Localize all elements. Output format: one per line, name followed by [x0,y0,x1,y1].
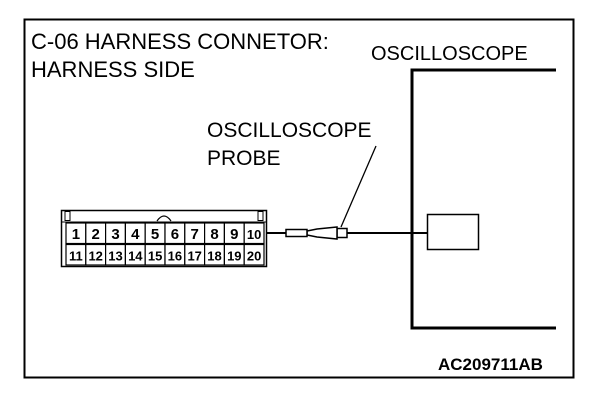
connector-pin-number: 19 [227,249,241,264]
oscilloscope-input-jack [426,213,480,251]
connector-pin-number: 12 [88,249,102,264]
connector-pin-number: 1 [72,226,80,243]
connector-pin-number: 11 [69,249,83,264]
probe-label-line1: OSCILLOSCOPE [207,119,372,142]
connector-pin-number: 15 [148,249,162,264]
oscilloscope-body [410,68,556,330]
connector-pin-number: 17 [187,249,201,264]
connector-pin-cell [243,222,265,245]
diagram-title-line2: HARNESS SIDE [31,57,195,82]
connector-pin-number: 2 [92,226,100,243]
figure-code: AC209711AB [438,355,543,374]
connector-pin-row-2: 11 12 13 14 15 16 17 18 19 20 [65,243,265,266]
connector-pin-number: 16 [168,249,182,264]
connector-latch-left [64,211,71,221]
oscilloscope-label: OSCILLOSCOPE [371,43,528,65]
probe-body [306,226,338,240]
connector-pin-number: 5 [151,226,159,243]
probe-collar [336,227,348,239]
connector-latch-right [257,211,264,221]
connector-pin-number: 4 [131,226,140,243]
probe-leader-line [340,145,377,228]
connector-lock-tab [156,215,172,222]
probe-label-line2: PROBE [207,147,281,170]
connector-pin-number: 20 [247,249,261,264]
connector-pin-number: 3 [111,226,119,243]
diagram-border [23,18,575,379]
connector-pin-number: 10 [247,227,261,242]
connector-pin-number: 9 [230,226,238,243]
diagram-title-line1: C-06 HARNESS CONNETOR: [31,29,329,54]
connector-pin-number: 13 [108,249,122,264]
connector-pin-number: 8 [210,226,218,243]
connector-pin-number: 18 [207,249,221,264]
connector-pin-number: 6 [171,226,179,243]
probe-tip-sleeve [285,228,308,238]
connector-pin-number: 14 [128,249,143,264]
connector-pin-number: 7 [191,226,199,243]
connector-pin-cell [243,243,265,266]
